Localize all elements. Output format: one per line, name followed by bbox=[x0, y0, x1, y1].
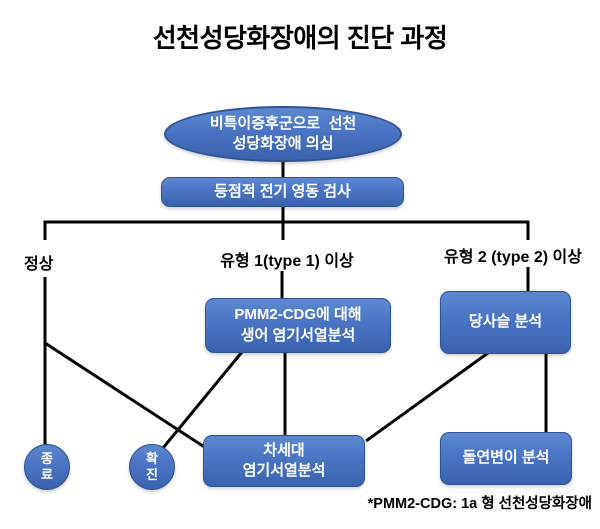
line-glycan-to-ngs bbox=[365, 351, 489, 443]
start-node-text-line1: 비특이증후군으로 선천 bbox=[209, 114, 357, 132]
process-node-glycan-analysis: 당사슬 분석 bbox=[440, 291, 571, 354]
confirm-text-line2: 진 bbox=[146, 467, 158, 482]
ngs-text-line2: 염기서열분석 bbox=[242, 462, 326, 479]
end-text-line2: 료 bbox=[41, 467, 53, 482]
branch-label-normal: 정상 bbox=[24, 256, 54, 273]
line-sanger-to-confirm bbox=[161, 351, 244, 449]
branch-label-type2-abnormal: 유형 2 (type 2) 이상 bbox=[443, 249, 582, 266]
confirm-text-line1: 확 bbox=[146, 450, 158, 466]
glycan-label: 당사슬 분석 bbox=[468, 313, 543, 331]
sanger-text-line1: PMM2-CDG에 대해 bbox=[234, 306, 362, 324]
process-node-ief-test: 등점적 전기 영동 검사 bbox=[161, 177, 404, 207]
end-text-line1: 종 bbox=[41, 450, 53, 466]
page-title: 선천성당화장애의 진단 과정 bbox=[152, 23, 448, 53]
line-normal-to-ngs bbox=[44, 341, 210, 452]
ief-test-label: 등점적 전기 영동 검사 bbox=[214, 182, 351, 200]
start-node-text-line2: 성당화장애 의심 bbox=[232, 135, 334, 152]
mutation-label: 돌연변이 분석 bbox=[462, 449, 550, 467]
process-node-sanger-sequencing: PMM2-CDG에 대해 생어 염기서열분석 bbox=[205, 298, 391, 353]
terminal-node-confirmed: 확 진 bbox=[129, 444, 175, 490]
process-node-mutation-analysis: 돌연변이 분석 bbox=[440, 432, 572, 485]
start-node-suspected-cdg: 비특이증후군으로 선천 성당화장애 의심 bbox=[164, 106, 402, 162]
ngs-text-line1: 차세대 bbox=[263, 441, 305, 459]
terminal-node-end: 종 료 bbox=[24, 444, 70, 490]
process-node-next-gen-sequencing: 차세대 염기서열분석 bbox=[203, 435, 365, 487]
footnote: *PMM2-CDG: 1a 형 선천성당화장애 bbox=[367, 496, 592, 512]
sanger-text-line2: 생어 염기서열분석 bbox=[240, 326, 356, 344]
branch-label-type1-abnormal: 유형 1(type 1) 이상 bbox=[220, 253, 354, 270]
